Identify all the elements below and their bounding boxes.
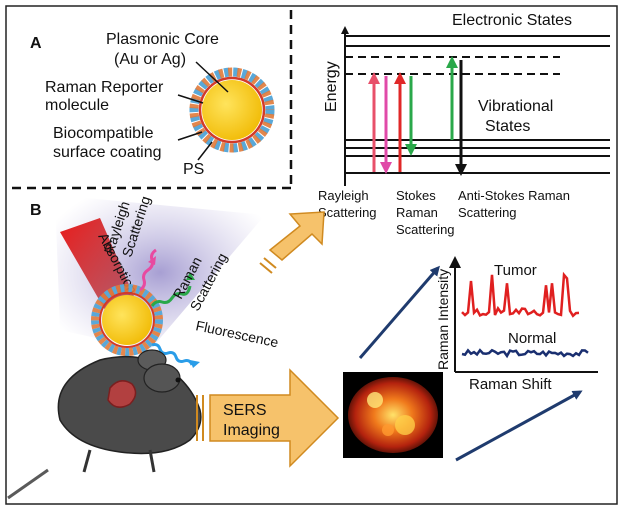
nanoparticle-a (189, 67, 275, 153)
rayleigh-wave-head (148, 256, 156, 265)
nanoparticle-b (91, 284, 163, 356)
sers-label: SERS (223, 402, 267, 419)
tumor-label: Tumor (494, 262, 537, 279)
navy-arrow-down (455, 390, 583, 462)
raman-wave-head (186, 272, 195, 280)
energy-axis-label: Energy (323, 61, 340, 112)
tumor-spectrum-line (461, 271, 580, 318)
plasmonic-core-sub-label: (Au or Ag) (114, 51, 186, 68)
mouse-illustration (7, 349, 202, 500)
panel-a-label: A (30, 35, 42, 52)
rayleigh-transition (368, 72, 392, 174)
ps-label: PS (183, 161, 204, 178)
plasmonic-core-label: Plasmonic Core (106, 31, 219, 48)
navy-arrow-up (358, 265, 440, 359)
sers-image (343, 372, 443, 458)
sers-imaging-arrow (196, 368, 340, 468)
raman-wave (150, 285, 192, 307)
figure-frame (5, 5, 618, 505)
stokes-transition (394, 72, 417, 172)
normal-label: Normal (508, 330, 556, 347)
vibrational-states-sub-label: States (485, 118, 530, 135)
anti-stokes-label: Anti-Stokes Raman (458, 188, 570, 203)
coating-label: Biocompatible (53, 125, 154, 142)
imaging-label: Imaging (223, 422, 280, 439)
stokes-label: Stokes (396, 188, 436, 203)
anti-stokes-sub-label: Scattering (458, 205, 517, 220)
rayleigh-wave (139, 248, 157, 292)
stokes-raman-label: Raman (396, 205, 438, 220)
spectrum-plot (449, 256, 598, 373)
fluorescence-label: Fluorescence (194, 317, 280, 350)
raman-intensity-label: Raman Intensity (435, 269, 451, 370)
raman-reporter-label: Raman Reporter (45, 79, 164, 96)
vibrational-levels (345, 139, 610, 174)
rayleigh-level-sub-label: Scattering (318, 205, 377, 220)
electronic-states-label: Electronic States (452, 12, 572, 29)
normal-spectrum-line (461, 348, 589, 359)
rayleigh-level-label: Rayleigh (318, 188, 369, 203)
fluorescence-wave (151, 343, 194, 366)
stokes-scattering-label: Scattering (396, 222, 455, 237)
raman-reporter-sub-label: molecule (45, 97, 109, 114)
panel-b-label: B (30, 202, 42, 219)
raman-shift-label: Raman Shift (469, 376, 552, 393)
coating-sub-label: surface coating (53, 144, 162, 161)
fluorescence-wave-head (190, 360, 200, 368)
electronic-levels (345, 35, 610, 47)
block-arrow-up (259, 211, 325, 274)
panel-a-divider (12, 10, 293, 190)
vibrational-states-label: Vibrational (478, 98, 553, 115)
anti-stokes-transition (446, 56, 467, 176)
panel-a-pointers (177, 61, 229, 161)
